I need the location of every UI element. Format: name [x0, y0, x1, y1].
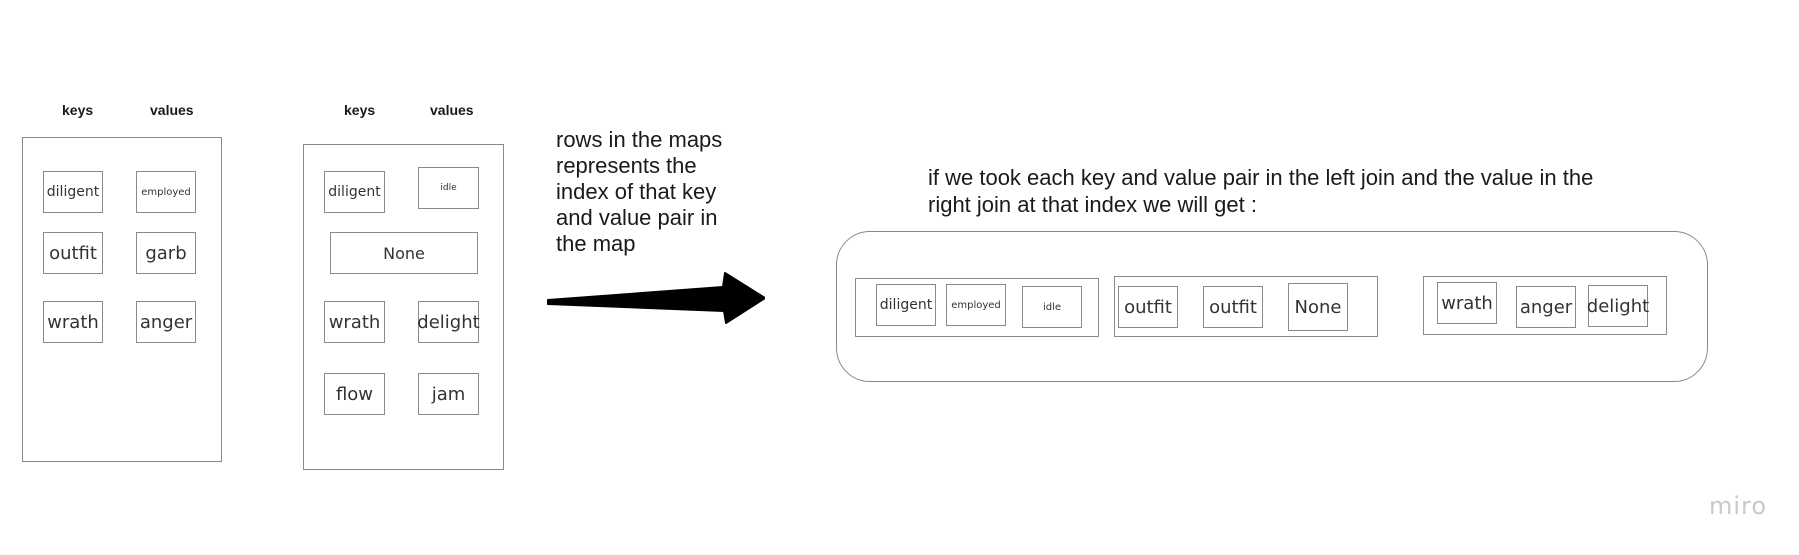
map1-keys-header: keys	[62, 102, 94, 118]
result-cell[interactable]: employed	[946, 284, 1006, 326]
map1-key-cell[interactable]: wrath	[43, 301, 103, 343]
result-group[interactable]	[1423, 276, 1667, 335]
map2-frame[interactable]	[303, 144, 504, 470]
map2-merged-cell[interactable]: None	[330, 232, 478, 274]
map2-value-cell[interactable]: delight	[417, 301, 480, 343]
miro-logo: miro	[1709, 492, 1768, 520]
map1-key-cell[interactable]: outfit	[43, 232, 103, 274]
result-cell[interactable]: outfit	[1118, 286, 1178, 328]
arrow-right-icon[interactable]	[545, 265, 765, 335]
result-group[interactable]	[1114, 276, 1378, 337]
result-cell[interactable]: idle	[1022, 286, 1082, 328]
result-cell[interactable]: anger	[1516, 286, 1576, 328]
result-container[interactable]	[836, 231, 1708, 382]
result-cell[interactable]: outfit	[1203, 286, 1263, 328]
map2-value-cell[interactable]: idle	[418, 167, 479, 209]
result-cell[interactable]: delight	[1587, 285, 1649, 327]
result-group[interactable]	[855, 278, 1099, 337]
result-cell[interactable]: wrath	[1437, 282, 1497, 324]
result-caption[interactable]: if we took each key and value pair in th…	[928, 165, 1594, 217]
map1-frame[interactable]	[22, 137, 222, 462]
map1-values-header: values	[150, 102, 194, 118]
map1-value-cell[interactable]: garb	[136, 232, 196, 274]
map1-value-cell[interactable]: employed	[136, 171, 196, 213]
map2-key-cell[interactable]: diligent	[324, 171, 385, 213]
result-cell[interactable]: None	[1288, 283, 1348, 331]
map2-value-cell[interactable]: jam	[418, 373, 479, 415]
map2-values-header: values	[430, 102, 474, 118]
result-cell[interactable]: diligent	[876, 284, 936, 326]
annotation-text[interactable]: rows in the maps represents the index of…	[556, 127, 723, 256]
map1-value-cell[interactable]: anger	[136, 301, 196, 343]
map1-key-cell[interactable]: diligent	[43, 171, 103, 213]
map2-key-cell[interactable]: flow	[324, 373, 385, 415]
map2-key-cell[interactable]: wrath	[324, 301, 385, 343]
map2-keys-header: keys	[344, 102, 376, 118]
